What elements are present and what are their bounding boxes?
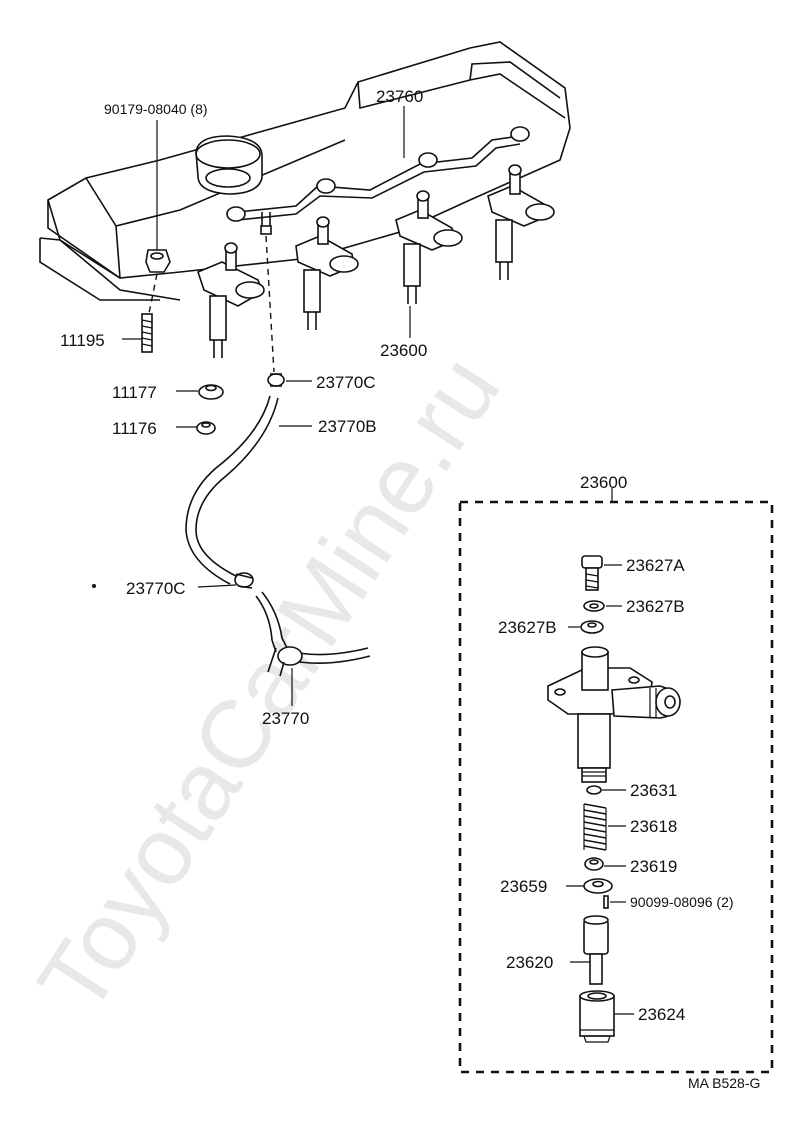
screw bbox=[581, 555, 603, 591]
injector-4 bbox=[487, 164, 555, 280]
nozzle-holder bbox=[547, 646, 681, 783]
clamp-mid-leader bbox=[197, 584, 237, 588]
clamp-mid bbox=[234, 572, 254, 589]
hose-union bbox=[267, 646, 303, 677]
label-washer-a: 23627B bbox=[626, 597, 685, 616]
label-stud: 11195 bbox=[60, 331, 105, 350]
nozzle bbox=[583, 915, 609, 985]
stud bbox=[141, 313, 153, 353]
injector-2 bbox=[295, 216, 359, 330]
cover-nut bbox=[145, 249, 171, 273]
seal-inner bbox=[196, 421, 216, 435]
label-seal-outer: 11177 bbox=[112, 383, 157, 402]
hose-outer bbox=[195, 397, 279, 577]
cylinder-head-cover bbox=[39, 41, 571, 301]
injector-3 bbox=[395, 190, 463, 304]
label-screw: 23627A bbox=[626, 556, 685, 575]
pin-plate bbox=[583, 878, 613, 894]
label-bolt: 90179-08040 (8) bbox=[104, 101, 208, 117]
diagram-code: MA B528-G bbox=[688, 1075, 760, 1091]
label-nozzle: 23620 bbox=[506, 953, 553, 972]
label-clamp-mid: 23770C bbox=[126, 579, 186, 598]
label-hose-end: 23770 bbox=[262, 709, 309, 728]
label-washer-c: 23631 bbox=[630, 781, 677, 800]
label-washer-b: 23627B bbox=[498, 618, 557, 637]
label-spring: 23618 bbox=[630, 817, 677, 836]
kit-box bbox=[458, 500, 774, 1074]
pin bbox=[603, 895, 609, 909]
washer-a bbox=[583, 600, 605, 612]
label-spacer: 23619 bbox=[630, 857, 677, 876]
nozzle-nut bbox=[579, 990, 615, 1043]
washer-c bbox=[586, 785, 602, 795]
stud-dash bbox=[147, 273, 158, 319]
label-pin: 90099-08096 (2) bbox=[630, 894, 734, 910]
hose-lower bbox=[255, 591, 289, 653]
clamp-top bbox=[267, 373, 285, 387]
spring bbox=[583, 803, 607, 851]
washer-b bbox=[580, 620, 604, 634]
spacer bbox=[584, 857, 604, 871]
injector-1 bbox=[197, 242, 265, 358]
label-seal-inner: 11176 bbox=[112, 419, 157, 438]
label-clamp-top: 23770C bbox=[316, 373, 376, 392]
label-nut: 23624 bbox=[638, 1005, 685, 1024]
seal-outer bbox=[198, 384, 224, 400]
watermark-text: ToyotaCarMine.ru bbox=[18, 338, 520, 1032]
fuel-return-pipe bbox=[226, 126, 530, 235]
label-injector: 23600 bbox=[380, 341, 427, 360]
stray-dot bbox=[92, 584, 96, 588]
label-kit: 23600 bbox=[580, 473, 627, 492]
label-pipe: 23760 bbox=[376, 87, 423, 106]
label-hose: 23770B bbox=[318, 417, 377, 436]
label-pin-plate: 23659 bbox=[500, 877, 547, 896]
hose-inner bbox=[185, 395, 271, 585]
drain-dash bbox=[265, 235, 275, 373]
